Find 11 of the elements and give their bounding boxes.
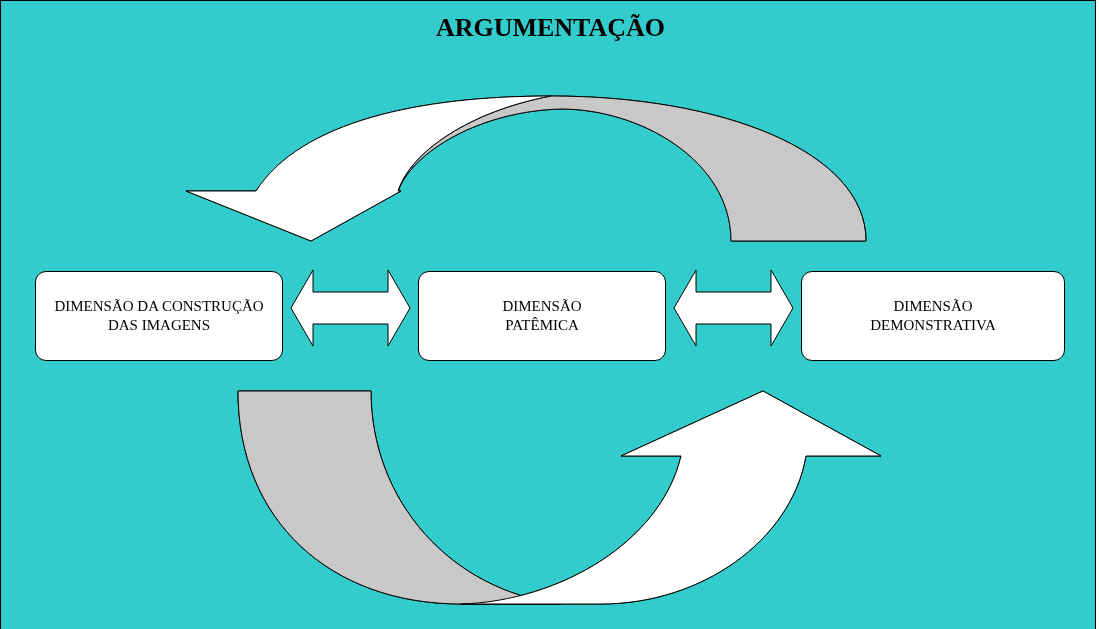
- process-box: [801, 271, 1065, 361]
- process-box: [35, 271, 283, 361]
- block-arrow: [185, 95, 867, 242]
- diagram-title: ARGUMENTAÇÃO: [434, 13, 667, 43]
- block-arrow: [673, 269, 794, 347]
- box-label: DIMENSÃO DA CONSTRUÇÃO DAS IMAGENS: [53, 296, 265, 335]
- box-label: DIMENSÃO PATÊMICA: [501, 296, 583, 335]
- block-arrow: [290, 269, 411, 347]
- box-label: DIMENSÃO DEMONSTRATIVA: [869, 296, 997, 335]
- process-box: [418, 271, 666, 361]
- block-arrow: [237, 390, 882, 605]
